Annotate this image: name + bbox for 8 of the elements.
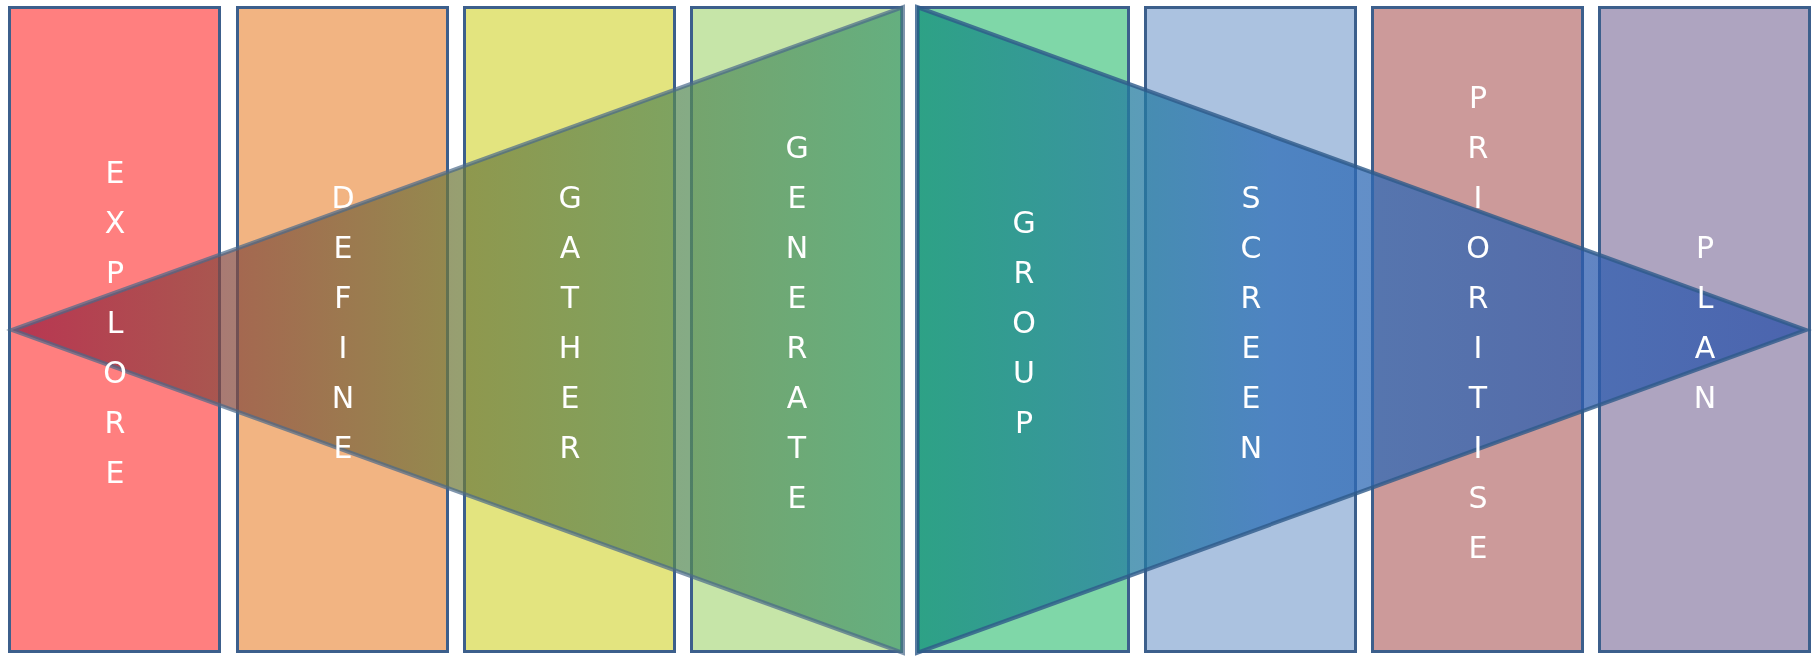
stage-label: DEFINE [327, 179, 358, 480]
stage-label: EXPLORE [99, 154, 130, 505]
stage-label: PRIORITISE [1462, 79, 1493, 580]
stage-label: GROUP [1008, 204, 1039, 455]
stage-label: GATHER [554, 179, 585, 480]
stage-label: SCREEN [1235, 179, 1266, 480]
stage-label: PLAN [1689, 229, 1720, 430]
stage-label: GENERATE [781, 129, 812, 530]
